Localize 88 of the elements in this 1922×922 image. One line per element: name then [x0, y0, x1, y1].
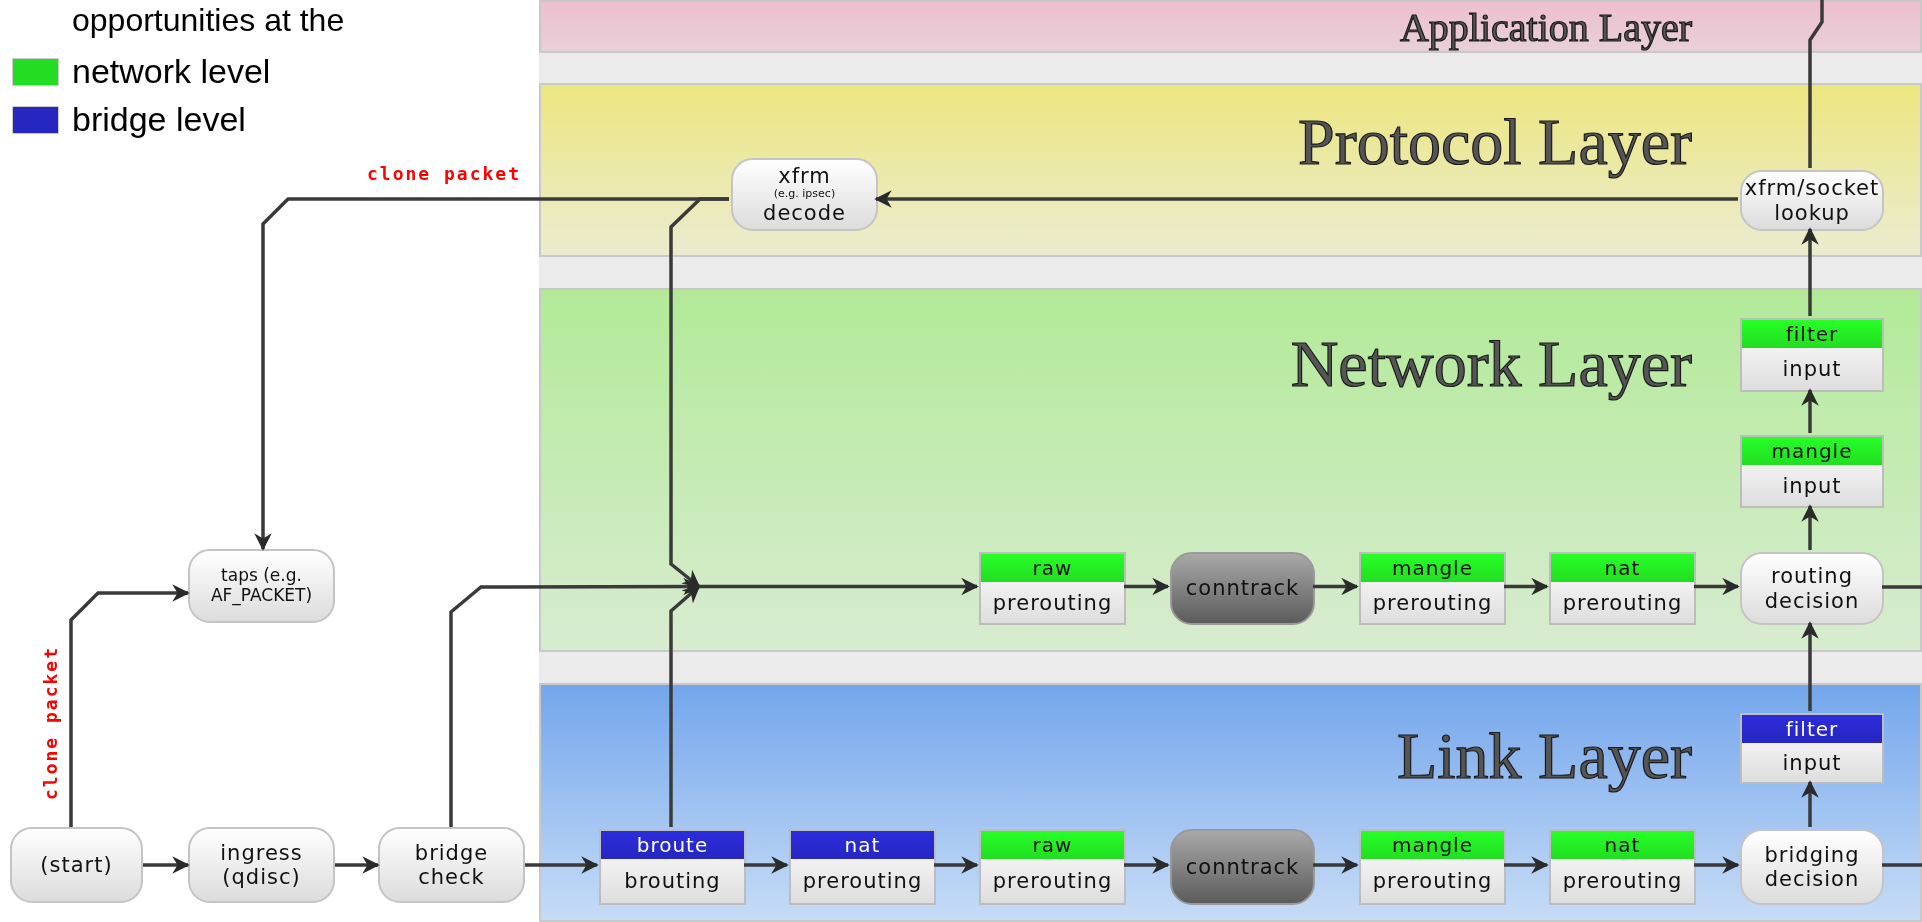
node-label: bridging decision — [1763, 842, 1861, 892]
table-header: nat — [791, 831, 934, 859]
chain-label: brouting — [624, 869, 721, 893]
arrow — [1124, 856, 1170, 874]
process-box — [188, 549, 335, 623]
node-label: (e.g. ipsec) — [773, 188, 836, 201]
arrow — [874, 190, 1738, 208]
layer-band — [539, 83, 1922, 257]
chain-label: prerouting — [1372, 869, 1493, 893]
node-label: conntrack — [1185, 576, 1300, 601]
table-header: nat — [1551, 831, 1694, 859]
node-label: (start) — [40, 852, 113, 878]
arrow — [335, 856, 380, 874]
arrow — [1313, 577, 1359, 596]
chain-label: prerouting — [802, 869, 923, 893]
arrow — [1694, 856, 1740, 874]
arrow — [669, 585, 701, 827]
arrow — [1801, 621, 1819, 711]
node-label: ingress (qdisc) — [219, 840, 304, 890]
process-box — [731, 158, 878, 231]
hook-box — [789, 829, 936, 905]
table-header: filter — [1742, 715, 1882, 743]
arrow — [1801, 227, 1819, 316]
layer-band — [539, 0, 1922, 53]
hook-box — [1740, 318, 1884, 392]
legend-text: network level — [72, 52, 271, 91]
arrow — [1124, 577, 1170, 596]
chain-label: input — [1782, 750, 1842, 775]
node-label: bridge check — [413, 840, 490, 890]
process-box — [1740, 170, 1884, 231]
conntrack-box — [1170, 552, 1315, 625]
arrow — [1801, 388, 1819, 433]
arrow — [143, 856, 190, 874]
arrow — [744, 856, 789, 874]
arrow — [1801, 504, 1819, 550]
node-label: xfrm/socket lookup — [1743, 176, 1881, 225]
process-box — [1740, 829, 1884, 905]
edge-label: clone packet — [39, 646, 61, 800]
arrow — [934, 856, 979, 874]
chain-label: input — [1782, 357, 1842, 381]
table-header: mangle — [1361, 831, 1504, 859]
hook-box — [1549, 552, 1696, 625]
legend-text: bridge level — [72, 100, 246, 139]
node-label: taps (e.g. AF_PACKET) — [209, 566, 314, 606]
hook-box — [599, 829, 746, 905]
chain-label: input — [1782, 473, 1842, 498]
conntrack-box — [1170, 829, 1315, 905]
arrow — [1313, 856, 1359, 874]
hook-box — [979, 552, 1126, 625]
arrow — [1694, 577, 1740, 596]
layer-heading: Application Layer — [1399, 8, 1692, 48]
table-header: mangle — [1361, 554, 1504, 582]
hook-box — [1549, 829, 1696, 905]
node-label: routing decision — [1763, 564, 1861, 613]
hook-box — [1740, 435, 1884, 508]
hook-box — [1740, 713, 1884, 784]
chain-label: prerouting — [1562, 869, 1683, 893]
node-label: xfrm — [778, 164, 831, 189]
arrow — [69, 584, 190, 827]
table-header: raw — [981, 831, 1124, 859]
chain-label: prerouting — [992, 590, 1113, 615]
edge-label: clone packet — [367, 163, 522, 184]
arrow — [699, 577, 979, 596]
layer-band — [539, 288, 1922, 652]
hook-box — [1359, 552, 1506, 625]
table-header: broute — [601, 831, 744, 859]
table-header: nat — [1551, 554, 1694, 582]
arrow — [1504, 856, 1549, 874]
chain-label: prerouting — [1562, 590, 1683, 615]
process-box — [10, 827, 143, 903]
hook-box — [1359, 829, 1506, 905]
arrow — [525, 856, 599, 874]
process-box — [188, 827, 335, 903]
arrow — [1801, 780, 1819, 827]
node-label: decode — [763, 200, 846, 225]
process-box — [1740, 552, 1884, 625]
table-header: raw — [981, 554, 1124, 582]
chain-label: prerouting — [1372, 590, 1493, 615]
chain-label: prerouting — [992, 869, 1113, 893]
legend-heading: opportunities at the — [72, 2, 345, 39]
table-header: mangle — [1742, 437, 1882, 465]
table-header: filter — [1742, 320, 1882, 348]
arrow — [669, 197, 729, 588]
process-box — [378, 827, 525, 903]
node-label: conntrack — [1185, 854, 1300, 880]
arrow — [1504, 577, 1549, 596]
hook-box — [979, 829, 1126, 905]
layer-band — [539, 683, 1922, 922]
